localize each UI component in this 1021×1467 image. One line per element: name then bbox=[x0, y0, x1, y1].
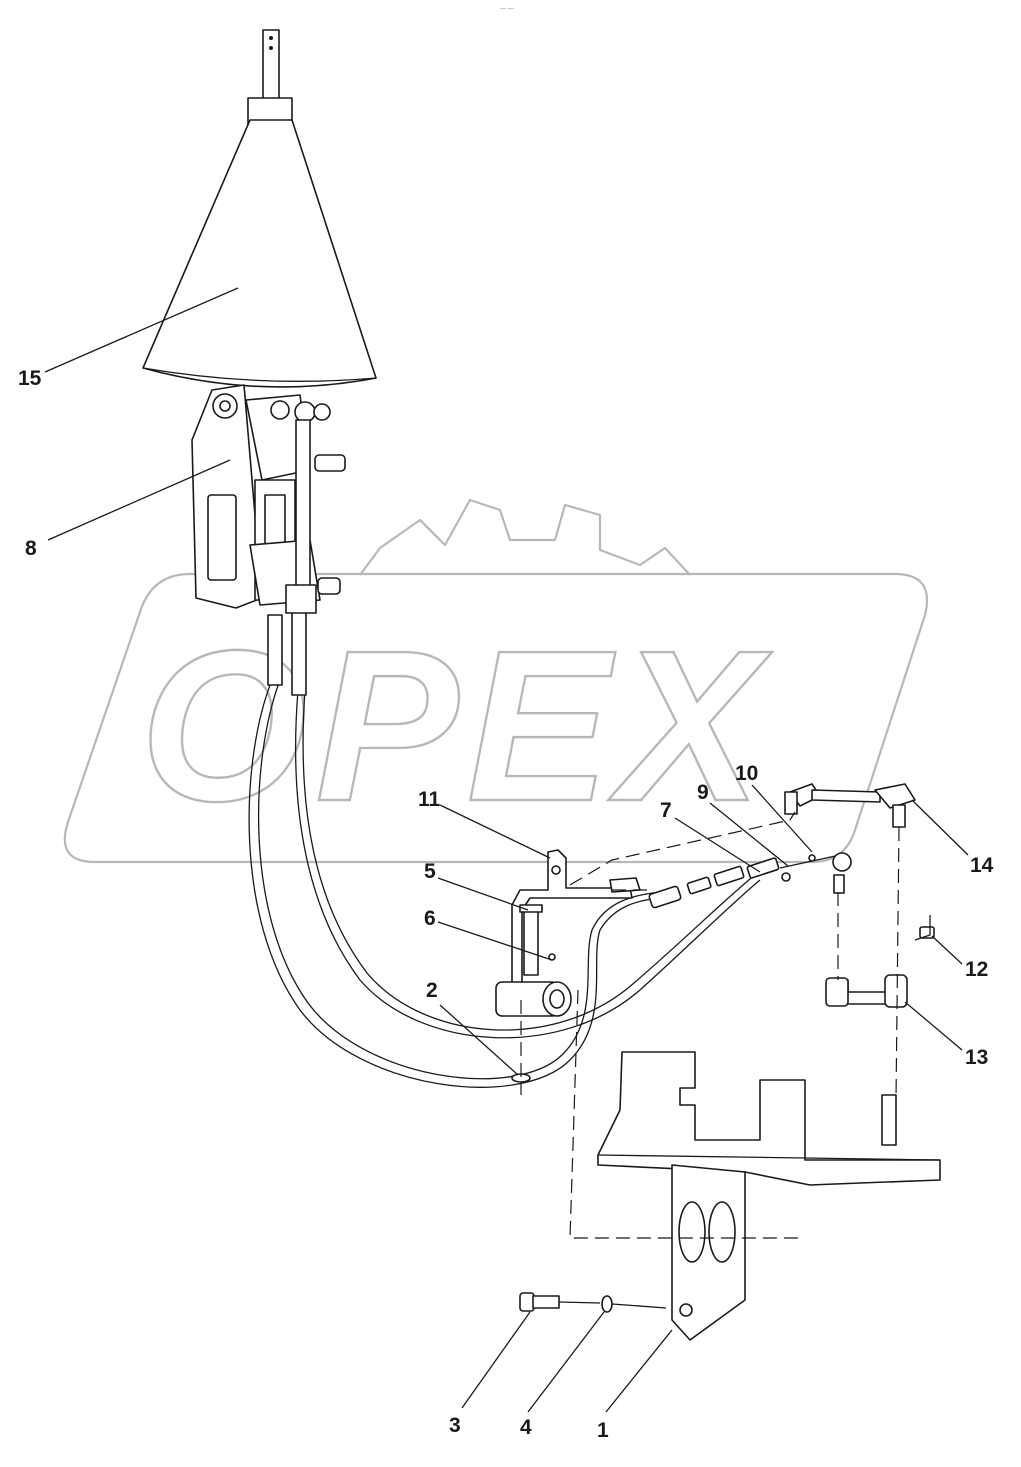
lever-stud bbox=[881, 1094, 897, 1146]
mounting-plate bbox=[597, 1051, 941, 1341]
callout-2: 2 bbox=[426, 979, 438, 1002]
shift-rod bbox=[262, 29, 280, 106]
header-mark: — — bbox=[500, 6, 514, 12]
callout-7: 7 bbox=[660, 799, 672, 822]
bracket-pin bbox=[314, 454, 346, 472]
callout-10: 10 bbox=[735, 762, 758, 785]
arm-bracket bbox=[511, 849, 633, 986]
plate-top bbox=[597, 1051, 941, 1186]
watermark-text: OPEX bbox=[140, 605, 773, 846]
assembly-lines bbox=[520, 811, 931, 1239]
callout-5: 5 bbox=[424, 860, 436, 883]
callout-1: 1 bbox=[597, 1419, 609, 1442]
cable-mount bbox=[285, 584, 317, 614]
bolt-and-washer bbox=[519, 1292, 667, 1313]
callout-3: 3 bbox=[449, 1414, 461, 1437]
callout-6: 6 bbox=[424, 907, 436, 930]
cable-outer-a bbox=[248, 679, 661, 1088]
control-cables bbox=[248, 609, 761, 1088]
callout-9: 9 bbox=[697, 781, 709, 804]
cable-sleeve-left bbox=[267, 614, 283, 686]
shift-boot-cone bbox=[142, 29, 377, 388]
cable-sleeve-right bbox=[291, 609, 307, 696]
shift-lever-13 bbox=[825, 926, 935, 1146]
callout-8: 8 bbox=[25, 537, 37, 560]
cone-boot bbox=[142, 119, 377, 388]
washer-4 bbox=[601, 1295, 613, 1313]
ball-joint-10 bbox=[832, 852, 852, 872]
cable-outer-b bbox=[257, 679, 661, 1080]
callout-12: 12 bbox=[965, 958, 988, 981]
watermark-gear-outline bbox=[359, 498, 691, 576]
link-rod-14 bbox=[784, 783, 916, 828]
cable-inner-b bbox=[302, 689, 757, 1031]
callout-14: 14 bbox=[970, 854, 994, 877]
bracket-rod bbox=[295, 419, 311, 601]
leader-lines bbox=[44, 287, 969, 1413]
bolt-head-3 bbox=[519, 1292, 535, 1312]
opex-watermark: OPEX bbox=[63, 498, 929, 864]
cable-end-7 bbox=[713, 865, 745, 887]
callout-11: 11 bbox=[418, 788, 441, 811]
bracket-slot bbox=[207, 494, 237, 581]
watermark-plate-outline bbox=[63, 572, 929, 864]
callout-numbers: 15 8 11 5 6 2 7 9 10 14 12 13 3 4 1 bbox=[18, 367, 994, 1442]
cable-end-fittings bbox=[648, 852, 852, 909]
arm-pin bbox=[523, 909, 539, 976]
lever-bracket bbox=[191, 384, 346, 614]
callout-13: 13 bbox=[965, 1046, 988, 1069]
callout-4: 4 bbox=[520, 1416, 532, 1439]
clip-9 bbox=[781, 872, 791, 882]
cable-inner-a bbox=[294, 689, 761, 1039]
selector-arm-assembly bbox=[495, 849, 641, 1083]
callout-15: 15 bbox=[18, 367, 42, 390]
